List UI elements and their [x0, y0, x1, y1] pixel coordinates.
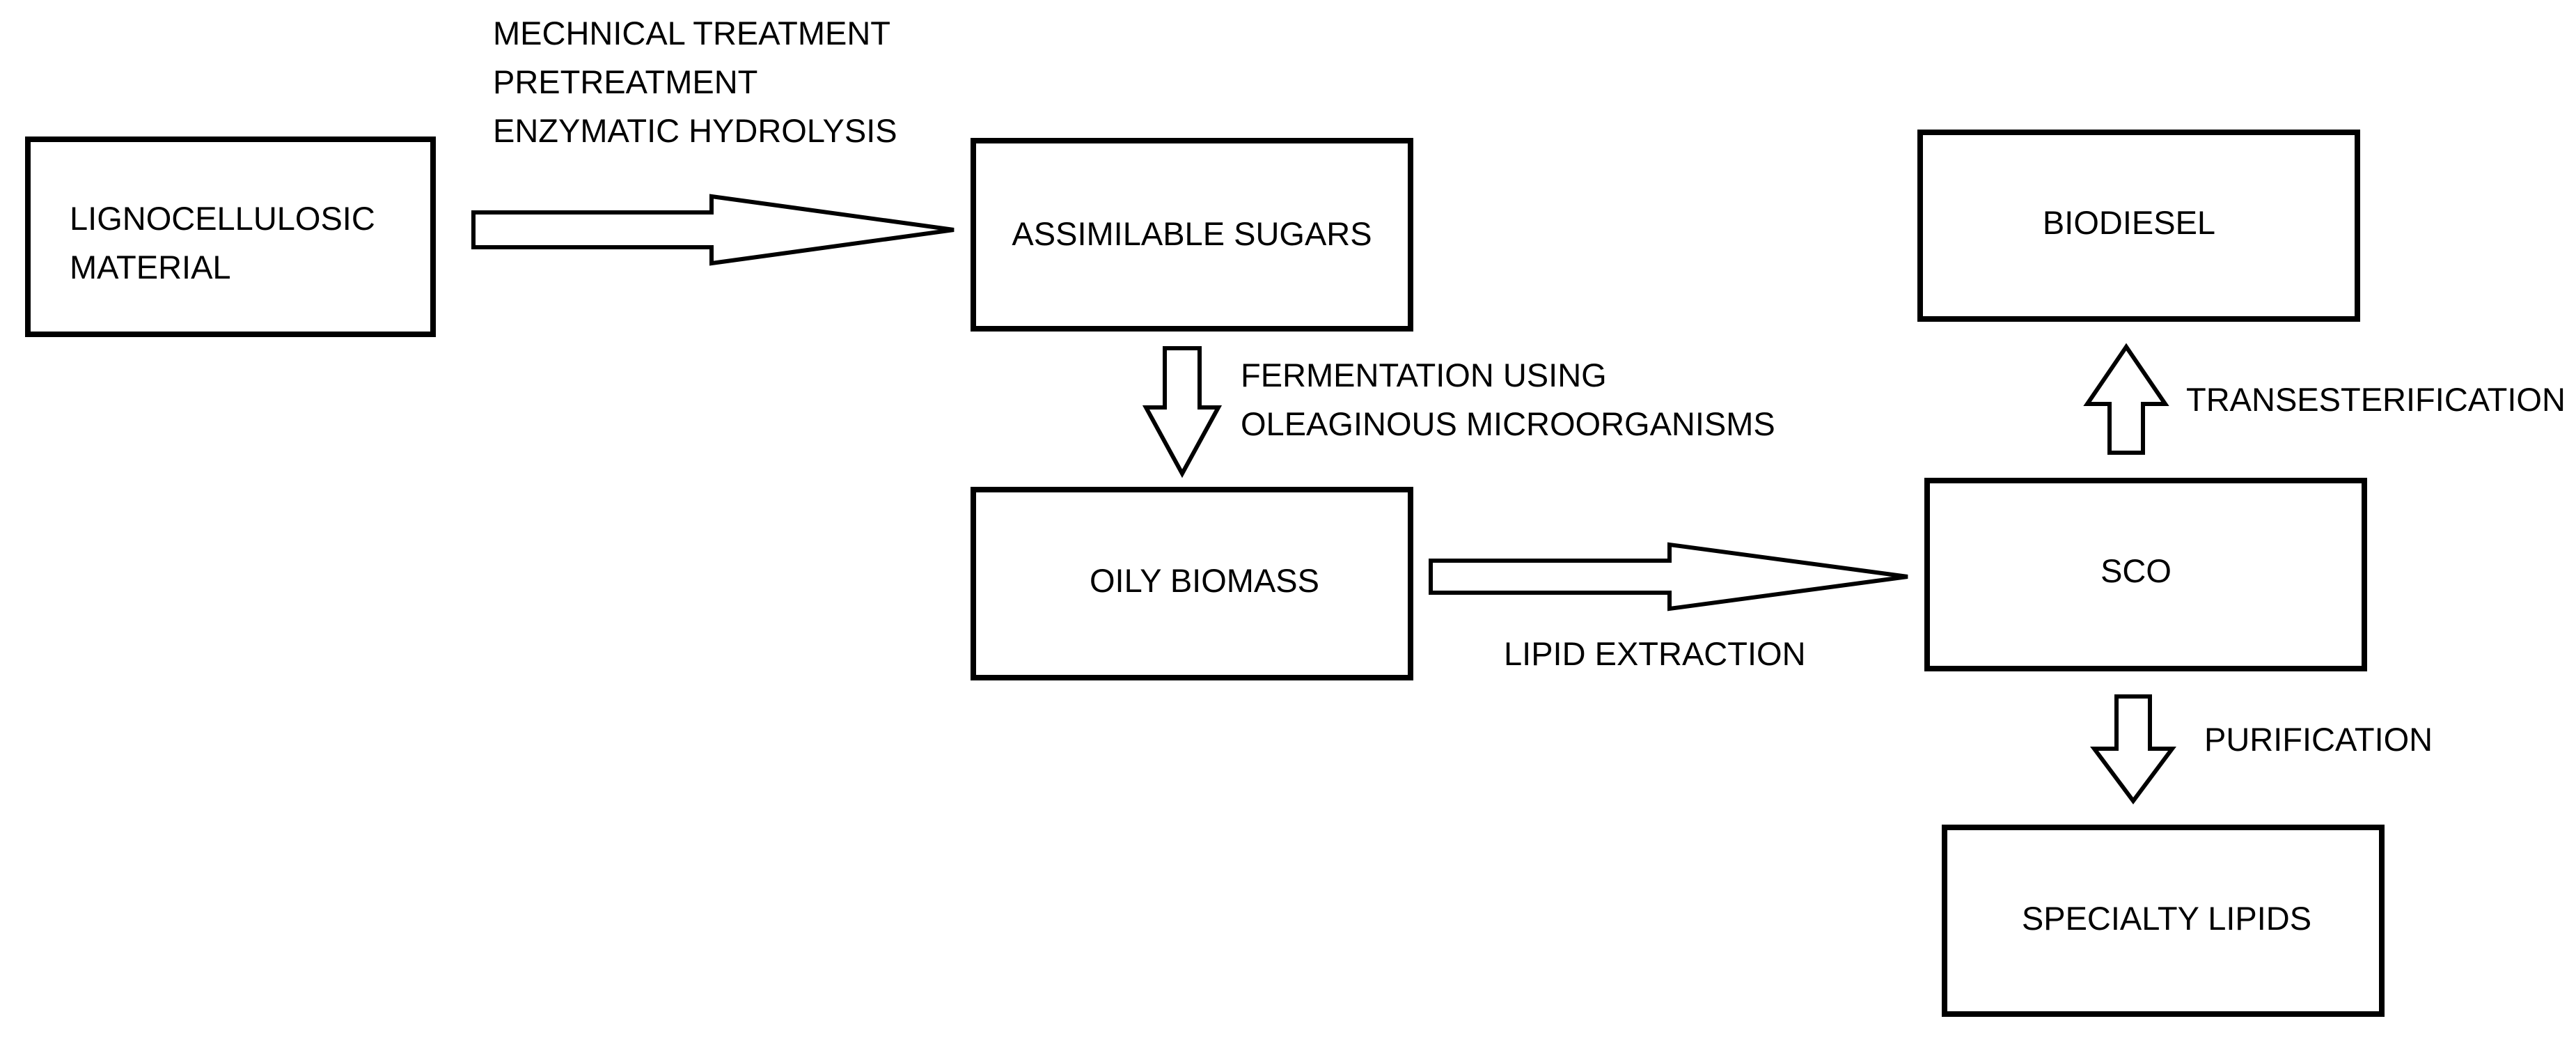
box-assimilable-sugars-frame [971, 138, 1413, 332]
step-fermentation-label-line1: FERMENTATION USING [1241, 357, 1607, 394]
box-sco-label: SCO [2100, 552, 2171, 589]
step-pretreatment-labels: MECHNICAL TREATMENT PRETREATMENT ENZYMAT… [493, 15, 897, 149]
step-purification-label: PURIFICATION [2204, 721, 2433, 758]
box-assimilable-sugars-label: ASSIMILABLE SUGARS [1012, 215, 1372, 252]
step-pretreatment-label: PRETREATMENT [493, 63, 757, 100]
box-lignocellulosic-label-line2: MATERIAL [70, 249, 231, 286]
box-biodiesel-label: BIODIESEL [2043, 204, 2215, 241]
box-biodiesel-frame [1917, 130, 2360, 322]
box-lignocellulosic-label-line1: LIGNOCELLULOSIC [70, 200, 375, 237]
box-specialty-lipids-label: SPECIALTY LIPIDS [2022, 900, 2311, 937]
box-specialty-lipids: SPECIALTY LIPIDS [1942, 825, 2385, 1017]
box-oily-biomass-frame [971, 487, 1413, 680]
step-lipid-extraction-label: LIPID EXTRACTION [1504, 635, 1806, 672]
box-biodiesel: BIODIESEL [1917, 130, 2360, 322]
box-oily-biomass-label: OILY BIOMASS [1090, 562, 1319, 599]
box-assimilable-sugars: ASSIMILABLE SUGARS [971, 138, 1413, 332]
box-oily-biomass: OILY BIOMASS [971, 487, 1413, 680]
box-specialty-lipids-frame [1942, 825, 2385, 1017]
box-sco: SCO [1924, 478, 2367, 671]
arrow-down-purification [2090, 694, 2176, 805]
box-lignocellulosic-material-frame [25, 137, 436, 337]
step-fermentation-label-line2: OLEAGINOUS MICROORGANISMS [1241, 405, 1775, 442]
arrow-up-transesterification [2083, 343, 2169, 455]
box-sco-frame [1924, 478, 2367, 671]
step-transesterification-label: TRANSESTERIFICATION [2186, 381, 2566, 418]
arrow-down-fermentation [1142, 346, 1223, 478]
step-fermentation-labels: FERMENTATION USING OLEAGINOUS MICROORGAN… [1241, 357, 1775, 442]
arrow-right-lipid-extraction [1429, 542, 1908, 611]
box-lignocellulosic-material: LIGNOCELLULOSIC MATERIAL [25, 137, 436, 337]
step-mechanical-treatment-label: MECHNICAL TREATMENT [493, 15, 890, 52]
arrow-right-pretreatment [471, 194, 955, 266]
step-enzymatic-hydrolysis-label: ENZYMATIC HYDROLYSIS [493, 112, 897, 149]
